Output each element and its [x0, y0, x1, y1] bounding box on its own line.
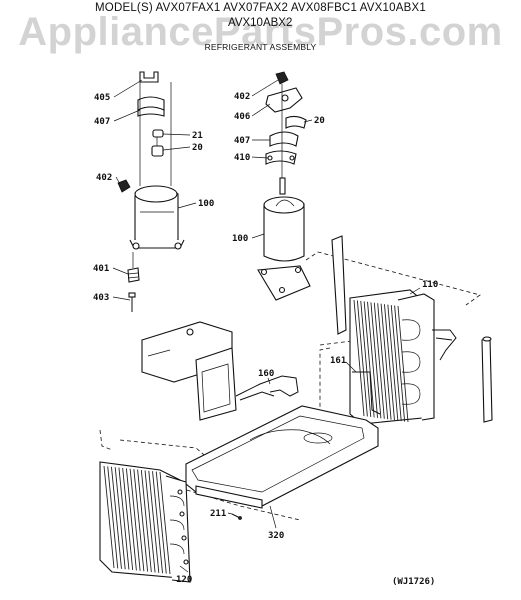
callout-20-right[interactable]: 20 — [314, 116, 325, 126]
drawing-code: (WJ1726) — [392, 577, 435, 587]
model-list: MODEL(S) AVX07FAX1 AVX07FAX2 AVX08FBC1 A… — [95, 2, 426, 14]
part-410-gasket[interactable] — [265, 150, 297, 165]
callout-160[interactable]: 160 — [258, 369, 274, 379]
part-402-cover-right[interactable] — [275, 71, 289, 85]
callout-211[interactable]: 211 — [210, 509, 226, 519]
compressor-left — [117, 71, 185, 312]
part-405-bracket[interactable] — [139, 71, 159, 83]
callout-402[interactable]: 402 — [96, 173, 112, 183]
part-407-gasket[interactable] — [269, 131, 299, 147]
part-20-clip[interactable] — [285, 115, 307, 129]
callout-406[interactable]: 406 — [234, 112, 250, 122]
callout-407-right[interactable]: 407 — [234, 136, 250, 146]
callout-20[interactable]: 20 — [192, 143, 203, 153]
callout-402-right[interactable]: 402 — [234, 92, 250, 102]
callout-320[interactable]: 320 — [268, 531, 284, 541]
assembly-title: REFRIGERANT ASSEMBLY — [204, 42, 317, 52]
callout-21[interactable]: 21 — [192, 131, 203, 141]
compressor-base-plate — [257, 265, 311, 301]
callout-407[interactable]: 407 — [94, 117, 110, 127]
callout-401[interactable]: 401 — [93, 264, 109, 274]
part-21-fitting[interactable] — [152, 129, 164, 138]
part-161-tube[interactable] — [352, 371, 381, 415]
callout-405[interactable]: 405 — [94, 93, 110, 103]
shroud-bracket — [141, 321, 237, 421]
part-401-grommet[interactable] — [127, 267, 140, 283]
callout-403[interactable]: 403 — [93, 293, 109, 303]
part-402-cover[interactable] — [117, 179, 131, 193]
callout-100-right[interactable]: 100 — [232, 234, 248, 244]
callout-120[interactable]: 120 — [176, 575, 192, 585]
part-160-tube[interactable] — [235, 375, 299, 397]
compressor-right — [257, 71, 311, 301]
callout-410[interactable]: 410 — [234, 153, 250, 163]
watermark: AppliancePartsPros.com — [18, 10, 503, 54]
model-list-continued: AVX10ABX2 — [228, 17, 293, 29]
part-320-base-pan[interactable] — [185, 405, 379, 509]
part-211-screw[interactable] — [231, 513, 242, 520]
part-20-fitting[interactable] — [151, 145, 164, 157]
callout-110[interactable]: 110 — [422, 280, 438, 290]
part-110-condenser-coil[interactable] — [331, 235, 493, 425]
part-407-sleeve-lower — [137, 106, 165, 117]
part-120-evaporator-coil[interactable] — [99, 461, 191, 583]
leader-lines — [112, 79, 421, 573]
callout-161[interactable]: 161 — [330, 356, 346, 366]
callout-100[interactable]: 100 — [198, 199, 214, 209]
